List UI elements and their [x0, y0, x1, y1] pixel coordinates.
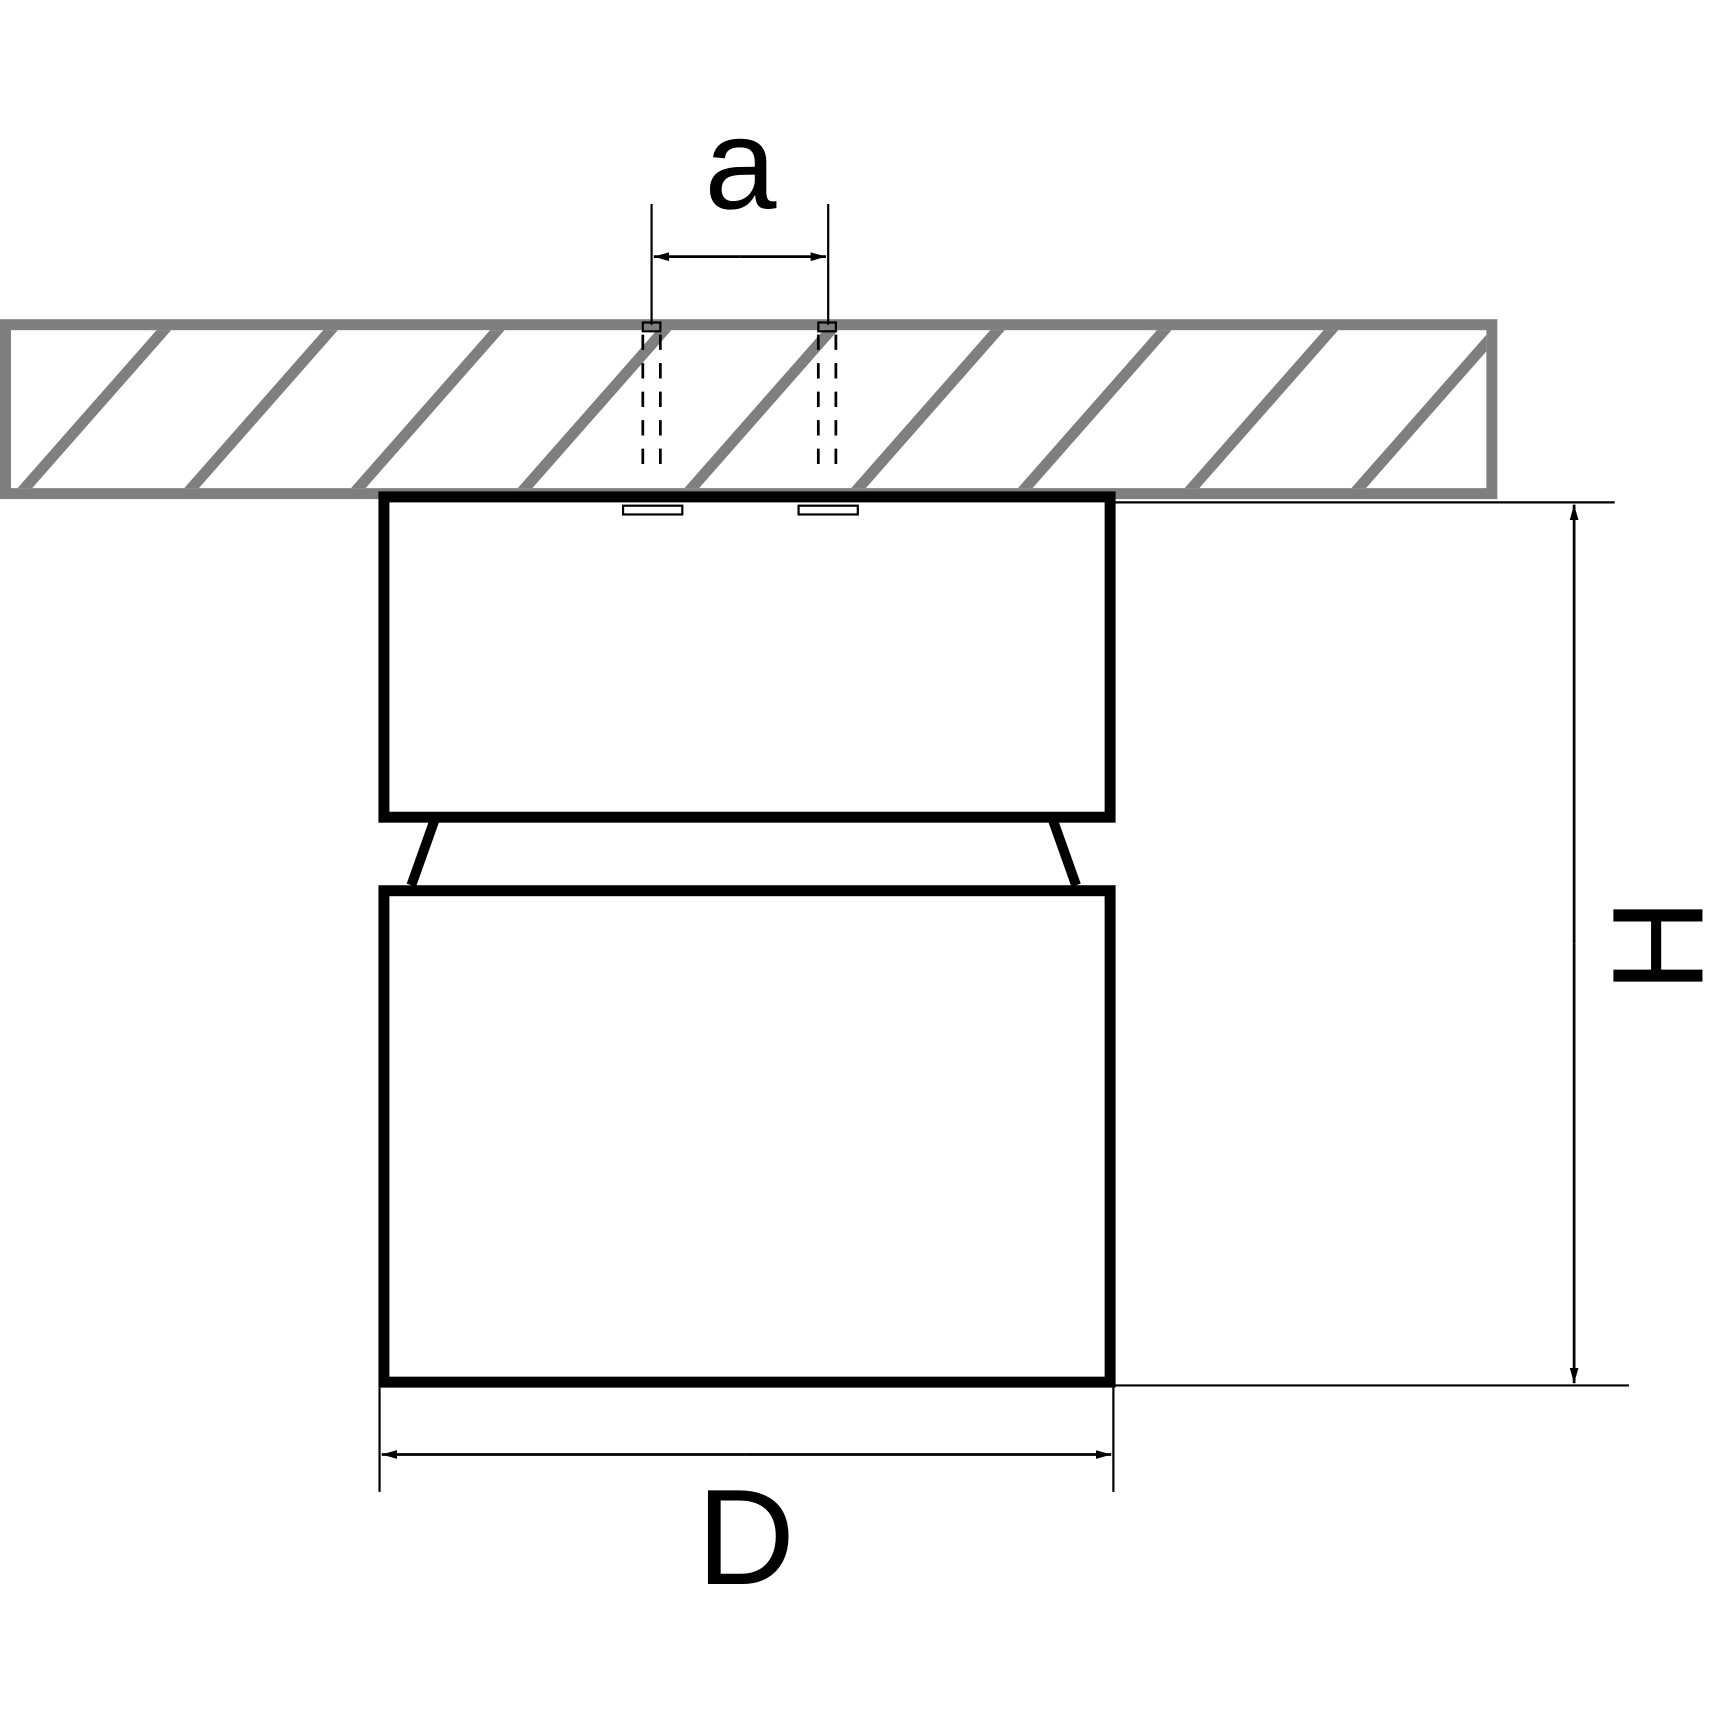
- hatch-line: [1018, 330, 1172, 489]
- dimension-a: [650, 204, 830, 325]
- label-h: H: [1586, 899, 1720, 992]
- neck-right: [1048, 818, 1081, 887]
- mounting-holes: [641, 321, 838, 474]
- ceiling-hatching: [17, 330, 1487, 489]
- hatch-line: [851, 330, 1005, 489]
- hatch-line: [184, 330, 338, 489]
- dimension-h: [1113, 501, 1629, 1387]
- hatch-line: [1184, 330, 1338, 489]
- hatch-line: [518, 330, 672, 489]
- hatch-line: [684, 330, 838, 489]
- lower-housing: [378, 885, 1116, 1388]
- fixture-body: [378, 491, 1116, 1388]
- ceiling-slab: [0, 319, 1498, 500]
- hatch-line: [1351, 334, 1487, 489]
- upper-housing: [378, 491, 1116, 823]
- label-d: D: [697, 1461, 795, 1613]
- neck-left: [406, 818, 440, 887]
- label-a: a: [704, 92, 776, 236]
- dimension-d: [378, 1387, 1115, 1492]
- hatch-line: [351, 330, 505, 489]
- hatch-line: [17, 330, 171, 489]
